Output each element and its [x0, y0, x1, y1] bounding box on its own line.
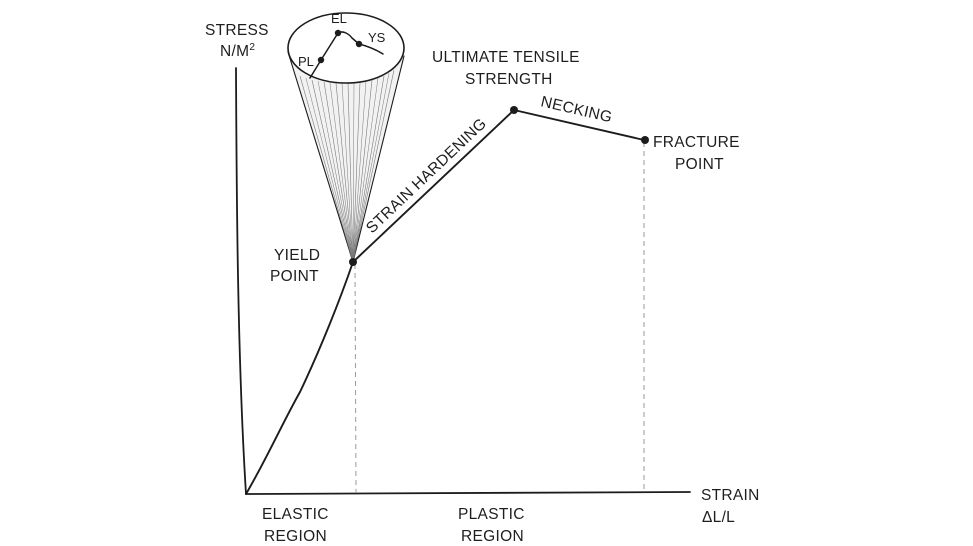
- inset-ys-label: YS: [368, 30, 386, 45]
- y-axis: [235, 67, 247, 495]
- elastic-region-label-1: ELASTIC: [262, 506, 329, 523]
- inset-el-label: EL: [331, 11, 347, 26]
- fracture-point-dot: [641, 136, 649, 144]
- yield-point-label-2: POINT: [270, 268, 319, 285]
- yield-point-dot: [349, 258, 357, 266]
- y-axis-label: STRESS: [205, 22, 269, 39]
- ultimate-label-2: STRENGTH: [465, 71, 553, 88]
- ultimate-label-1: ULTIMATE TENSILE: [432, 49, 580, 66]
- plastic-region-label-1: PLASTIC: [458, 506, 525, 523]
- inset-magnifier: PL EL YS: [287, 11, 405, 84]
- inset-pl-point: [317, 56, 325, 64]
- x-axis-unit: ΔL/L: [702, 509, 735, 526]
- yield-guide-line: [354, 263, 357, 494]
- magnifier-cone: [287, 51, 405, 263]
- yield-point-label-1: YIELD: [274, 247, 320, 264]
- inset-ys-point: [355, 40, 363, 48]
- inset-pl-label: PL: [298, 54, 314, 69]
- y-axis-unit: N/M2: [220, 42, 255, 60]
- elastic-region-label-2: REGION: [264, 528, 327, 545]
- fracture-label-1: FRACTURE: [653, 134, 740, 151]
- x-axis-label: STRAIN: [701, 487, 760, 504]
- x-axis: [245, 491, 691, 495]
- fracture-label-2: POINT: [675, 156, 724, 173]
- plastic-region-label-2: REGION: [461, 528, 524, 545]
- ultimate-point-dot: [510, 106, 518, 114]
- inset-el-point: [334, 29, 342, 37]
- stress-strain-curve: [245, 109, 645, 495]
- necking-label: NECKING: [539, 93, 614, 126]
